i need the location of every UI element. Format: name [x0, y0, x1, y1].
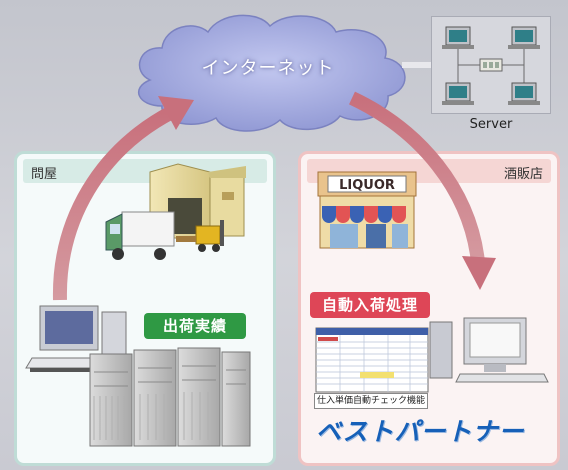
store-awning: [322, 206, 406, 223]
retailer-computer-icon: [429, 317, 549, 383]
price-check-label: 仕入単価自動チェック機能: [314, 393, 428, 409]
forklift-icon: [176, 220, 224, 252]
internet-cloud-icon: [138, 14, 406, 132]
truck-icon: [105, 211, 175, 260]
arrow-up-icon: [52, 96, 194, 301]
wholesaler-computer-icon: [25, 305, 127, 372]
store-sign: LIQUOR: [339, 178, 395, 193]
server-rack-icon: [89, 347, 251, 447]
server-network-box: [431, 16, 551, 114]
internet-label: インターネット: [201, 58, 335, 79]
arrow-down-icon: [349, 91, 496, 290]
liquor-store-icon: LIQUOR: [317, 171, 417, 249]
retailer-title: 酒販店: [503, 167, 543, 182]
shipping-record-badge: 出荷実績: [144, 313, 246, 339]
server-connector: [402, 62, 432, 68]
spreadsheet-screen-icon: [315, 327, 429, 393]
server-network-icon: [442, 26, 540, 105]
server-node-icon: [479, 58, 503, 72]
wholesaler-title: 問屋: [31, 167, 58, 182]
best-partner-logo: ベストパートナー: [316, 417, 525, 446]
server-label: Server: [469, 117, 513, 132]
auto-receiving-badge: 自動入荷処理: [310, 292, 430, 318]
client-pc-icon: [442, 26, 540, 105]
